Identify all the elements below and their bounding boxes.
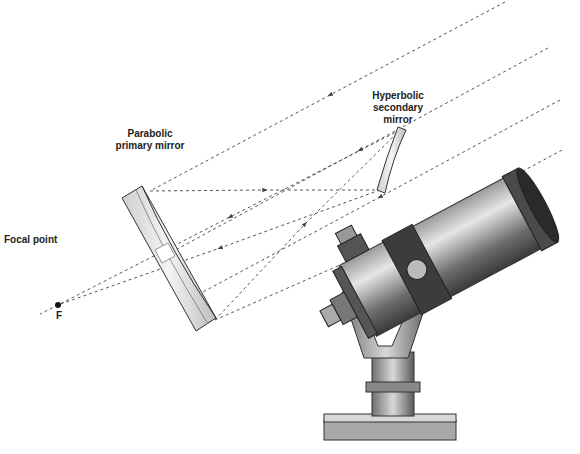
primary-mirror: [122, 186, 216, 331]
focus-letter: F: [56, 310, 76, 322]
part-label: Focal point: [4, 234, 84, 246]
secondary-mirror: [377, 127, 406, 193]
telescope: [291, 140, 564, 440]
focal-dot: [55, 302, 61, 308]
part-label: Hyperbolic secondary mirror: [361, 90, 435, 126]
part-label: Parabolic primary mirror: [113, 128, 187, 152]
